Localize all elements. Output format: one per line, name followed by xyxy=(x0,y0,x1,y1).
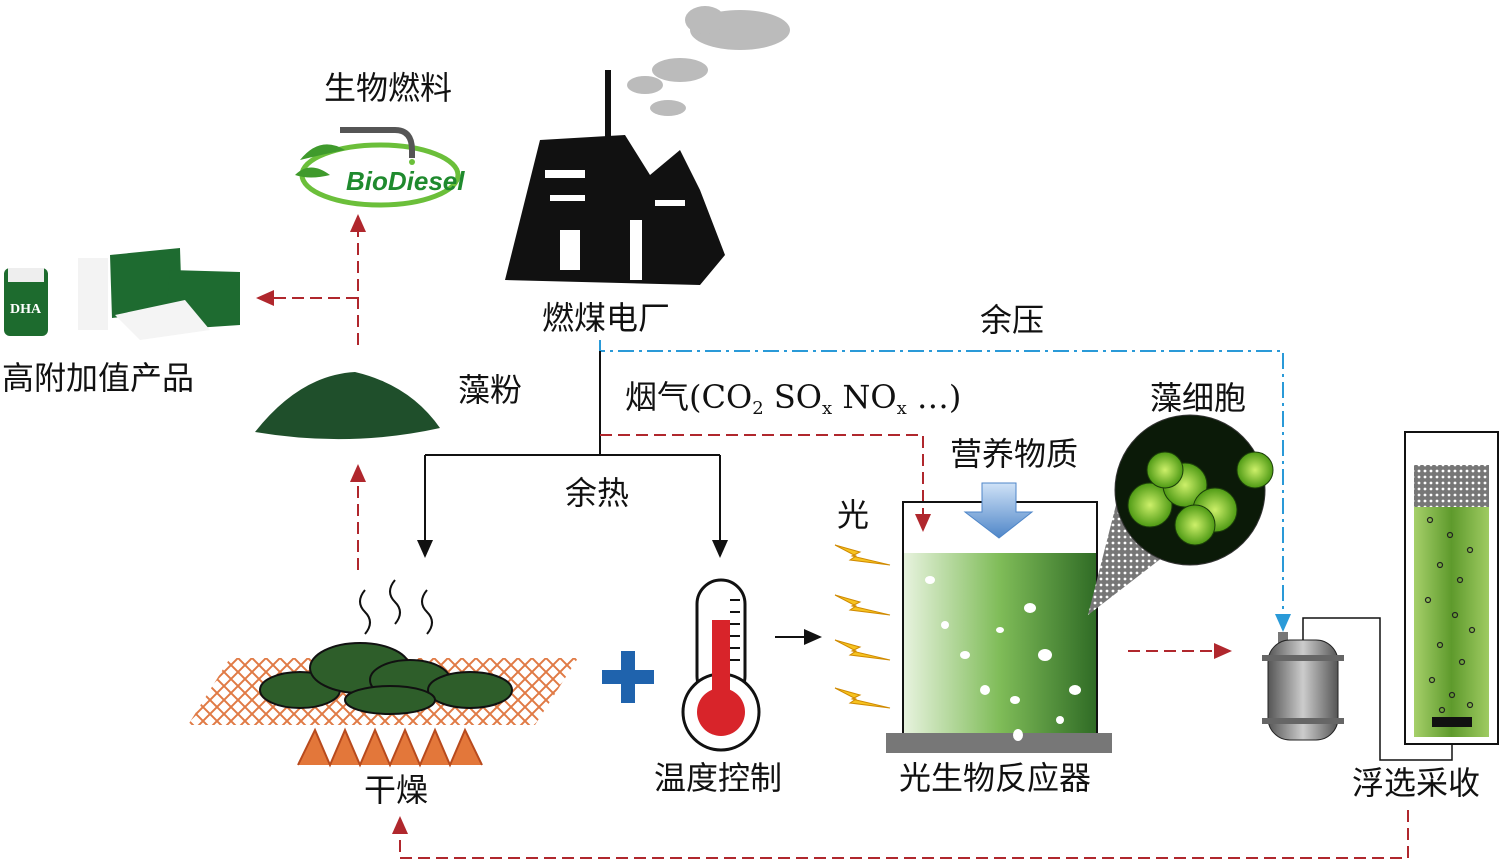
label-drying: 干燥 xyxy=(364,771,429,809)
waste-heat-line xyxy=(425,351,720,456)
label-high-value-products: 高附加值产品 xyxy=(2,359,195,397)
label-flotation-harvest: 浮选采收 xyxy=(1352,764,1481,802)
nutrient-arrow-icon xyxy=(963,482,1034,539)
biodiesel-logo-text: BioDiesel xyxy=(346,166,465,196)
flow-lines xyxy=(256,214,1409,859)
plus-icon xyxy=(602,651,654,703)
drying-icon xyxy=(188,579,578,768)
label-residual-pressure: 余压 xyxy=(980,301,1045,339)
algae-powder-icon xyxy=(255,372,440,440)
flue-gas-line xyxy=(600,434,931,532)
residual-pressure-line xyxy=(599,340,1291,632)
flotation-column-icon xyxy=(1404,431,1499,745)
light-bolt-icons xyxy=(834,544,891,709)
label-flue-gas: 烟气(CO2 SOx NOx …) xyxy=(625,378,962,419)
label-nutrients: 营养物质 xyxy=(950,435,1079,473)
label-algae-cells: 藻细胞 xyxy=(1150,379,1247,417)
dha-products-image xyxy=(4,248,240,340)
power-plant-icon xyxy=(505,6,790,285)
label-light: 光 xyxy=(837,496,870,534)
label-biofuel: 生物燃料 xyxy=(324,69,453,107)
separator-vessel-icon xyxy=(1262,617,1453,761)
recycle-line xyxy=(392,810,1409,859)
label-photobioreactor: 光生物反应器 xyxy=(899,759,1092,797)
label-temperature-control: 温度控制 xyxy=(654,759,783,797)
biodiesel-logo xyxy=(295,127,461,208)
label-algae-powder: 藻粉 xyxy=(458,371,523,409)
label-waste-heat: 余热 xyxy=(565,474,630,512)
photobioreactor-icon xyxy=(886,414,1274,753)
thermometer-icon xyxy=(681,578,761,752)
label-power-plant: 燃煤电厂 xyxy=(542,299,671,337)
dha-logo-text: DHA xyxy=(10,302,42,317)
